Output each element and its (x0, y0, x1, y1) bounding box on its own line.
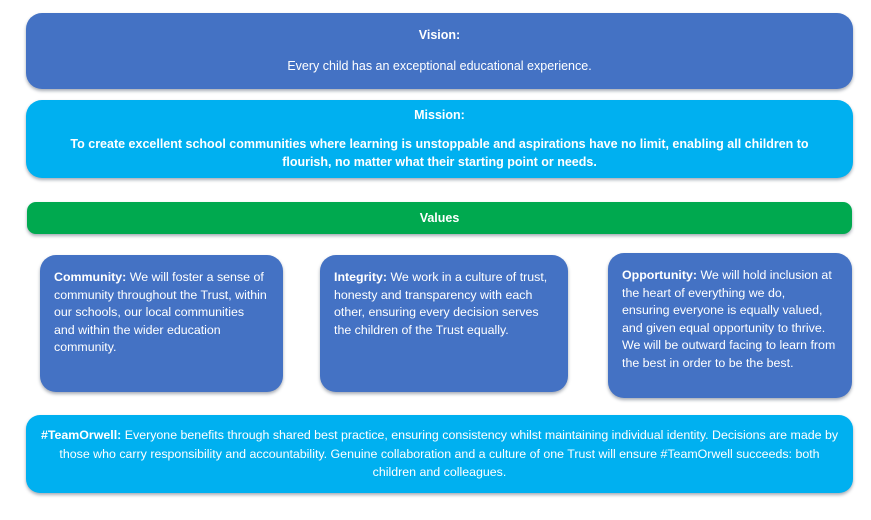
vision-body: Every child has an exceptional education… (287, 58, 592, 73)
value-term: Integrity: (334, 270, 388, 284)
value-card-integrity: Integrity: We work in a culture of trust… (320, 255, 568, 392)
value-body: We work in a culture of trust, honesty a… (334, 270, 548, 337)
team-orwell-term: #TeamOrwell: (40, 428, 122, 443)
mission-body: To create excellent school communities w… (70, 136, 809, 169)
team-orwell-body: Everyone benefits through shared best pr… (59, 428, 839, 480)
value-card-community: Community: We will foster a sense of com… (40, 255, 283, 392)
value-card-text: Integrity: We work in a culture of trust… (334, 269, 552, 339)
team-orwell-text: #TeamOrwell: Everyone benefits through s… (40, 426, 839, 482)
value-card-opportunity: Opportunity: We will hold inclusion at t… (608, 253, 852, 398)
vision-card: Vision: Every child has an exceptional e… (26, 13, 853, 89)
value-term: Community: (54, 270, 127, 284)
values-heading-bar: Values (27, 202, 852, 234)
value-card-text: Community: We will foster a sense of com… (54, 269, 267, 357)
team-orwell-banner: #TeamOrwell: Everyone benefits through s… (26, 415, 853, 493)
value-term: Opportunity: (622, 268, 698, 282)
values-heading-label: Values (419, 211, 460, 225)
value-body: We will foster a sense of community thro… (54, 270, 267, 355)
vision-title: Vision: (418, 28, 461, 43)
mission-title: Mission: (414, 108, 465, 123)
value-body: We will hold inclusion at the heart of e… (622, 268, 836, 371)
mission-card: Mission: To create excellent school comm… (26, 100, 853, 178)
value-card-text: Opportunity: We will hold inclusion at t… (622, 267, 836, 373)
